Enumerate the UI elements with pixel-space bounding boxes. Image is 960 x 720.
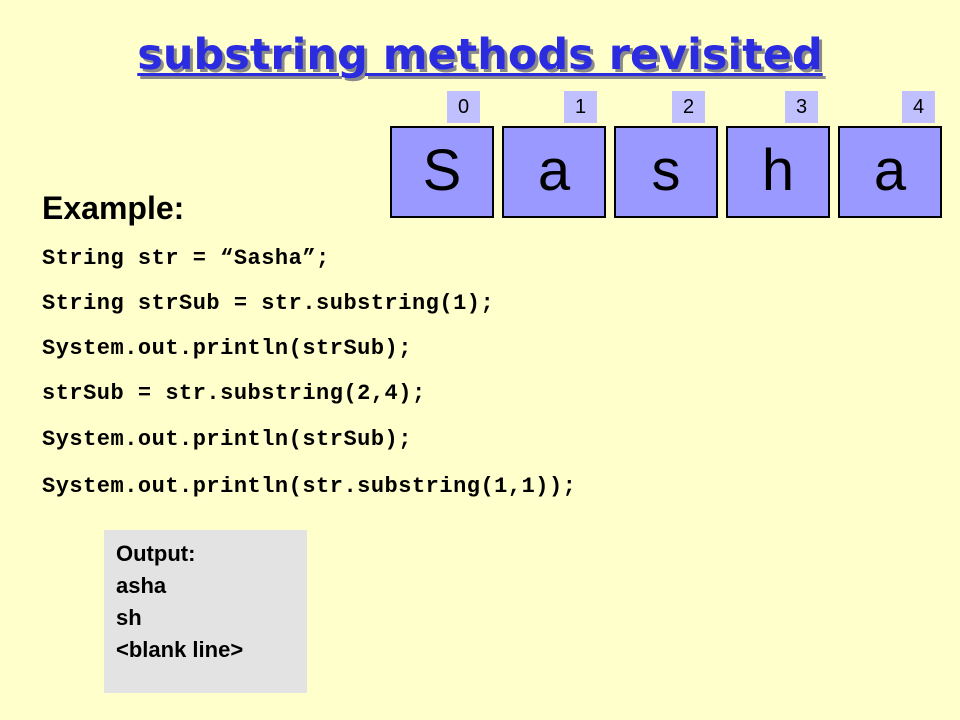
index-label-0: 0 [447, 91, 480, 123]
output-line-1: asha [116, 573, 167, 598]
output-line-3: <blank line> [116, 637, 244, 662]
char-cell-3: h [726, 126, 830, 218]
code-line-4: strSub = str.substring(2,4); [42, 381, 426, 406]
char-cell-4: a [838, 126, 942, 218]
code-line-5: System.out.println(strSub); [42, 427, 412, 452]
code-line-2: String strSub = str.substring(1); [42, 291, 495, 316]
code-line-6: System.out.println(str.substring(1,1)); [42, 474, 577, 499]
char-cell-2: s [614, 126, 718, 218]
output-box: Output: asha sh <blank line> [104, 530, 307, 693]
index-label-1: 1 [564, 91, 597, 123]
index-label-3: 3 [785, 91, 818, 123]
output-label: Output: [116, 541, 196, 566]
slide-title: substring methods revisited [137, 30, 823, 80]
code-line-1: String str = “Sasha”; [42, 246, 330, 271]
index-label-2: 2 [672, 91, 705, 123]
output-line-2: sh [116, 605, 142, 630]
code-line-3: System.out.println(strSub); [42, 336, 412, 361]
char-cell-1: a [502, 126, 606, 218]
char-cell-0: S [390, 126, 494, 218]
example-label: Example: [42, 190, 185, 226]
index-label-4: 4 [902, 91, 935, 123]
